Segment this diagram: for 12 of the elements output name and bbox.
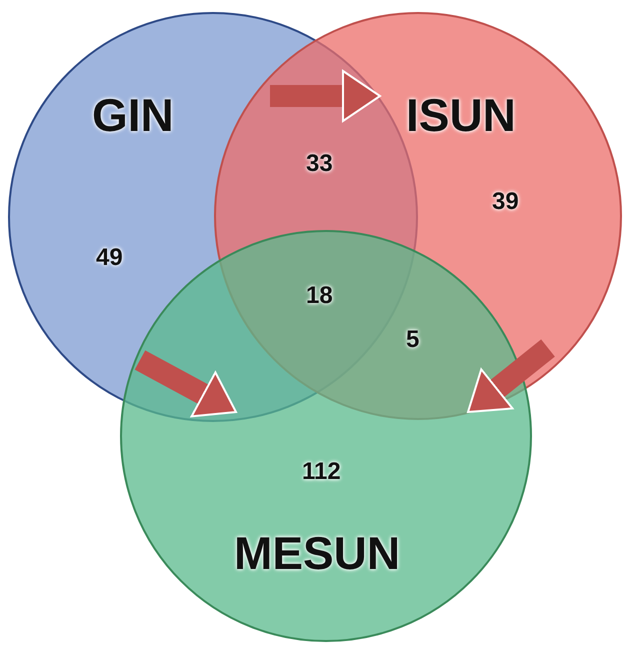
count-label: 5 bbox=[406, 328, 420, 352]
count-label: 18 bbox=[306, 284, 333, 308]
set-label: MESUN bbox=[234, 530, 400, 576]
block-arrow bbox=[467, 339, 555, 413]
set-label: GIN bbox=[92, 92, 174, 138]
count-label: 33 bbox=[306, 152, 333, 176]
set-label: ISUN bbox=[406, 92, 516, 138]
count-label: 39 bbox=[492, 190, 519, 214]
count-label: 112 bbox=[302, 460, 341, 484]
count-label: 49 bbox=[96, 246, 123, 270]
block-arrow bbox=[134, 350, 237, 418]
block-arrow bbox=[270, 70, 381, 122]
